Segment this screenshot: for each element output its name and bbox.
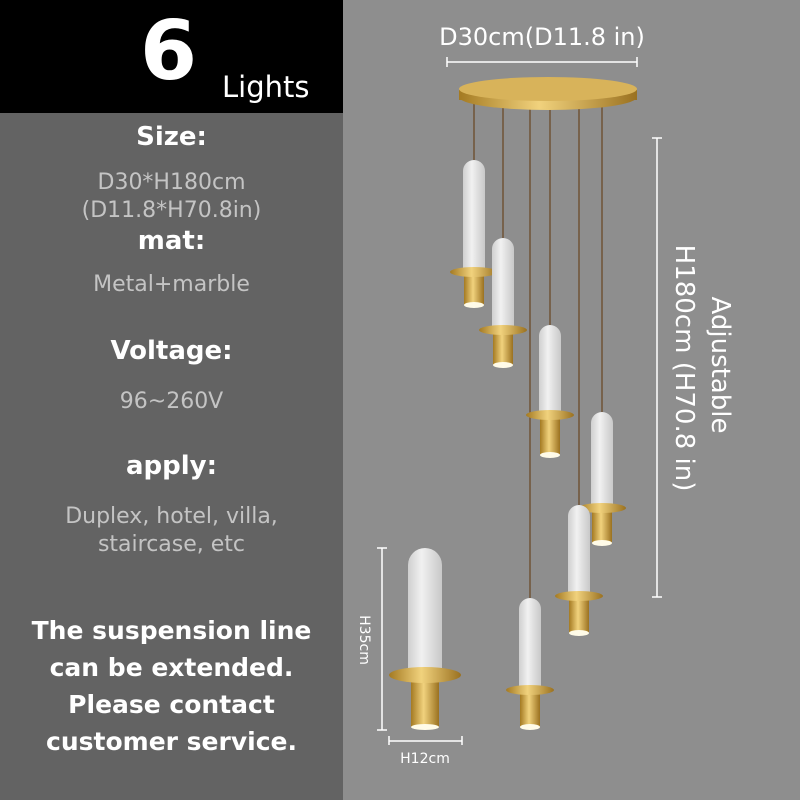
pendant-light (555, 505, 603, 636)
pendant-light (506, 598, 554, 730)
pendant-light (450, 160, 498, 308)
light-count: 6 (140, 4, 198, 99)
apply-line2: staircase, etc (97, 532, 246, 557)
pendant-light (578, 412, 626, 546)
pendant-light (389, 548, 461, 730)
suspension-wires (473, 104, 603, 598)
diameter-label: D30cm(D11.8 in) (439, 23, 645, 51)
spec-panel: 6 Lights Size: D30*H180cm (D11.8*H70.8in… (0, 0, 343, 800)
apply-line1: Duplex, hotel, villa, (65, 504, 278, 529)
height-label-value: H180cm (H70.8 in) (669, 245, 699, 492)
apply-label: apply: (125, 451, 218, 481)
light-unit: Lights (222, 70, 310, 104)
size-label: Size: (136, 122, 207, 152)
note-line: customer service. (46, 727, 297, 756)
extension-note: The suspension line can be extended. Ple… (0, 612, 343, 760)
pendant-light (479, 238, 527, 368)
pendant-light (526, 325, 574, 458)
voltage-value: 96~260V (119, 389, 224, 414)
voltage-label: Voltage: (110, 336, 233, 366)
note-line: The suspension line (31, 616, 312, 645)
height-label-adjustable: Adjustable (705, 297, 735, 434)
header-banner: 6 Lights (0, 0, 343, 113)
mat-label: mat: (137, 226, 206, 256)
dimension-lines (377, 57, 662, 745)
note-line: Please contact (68, 690, 275, 719)
note-line: can be extended. (49, 653, 294, 682)
pendant-height-label: H35cm (356, 615, 372, 665)
size-in: (D11.8*H70.8in) (81, 198, 262, 223)
pendant-width-label: H12cm (400, 751, 450, 767)
size-cm: D30*H180cm (97, 170, 246, 195)
mat-value: Metal+marble (93, 272, 250, 297)
